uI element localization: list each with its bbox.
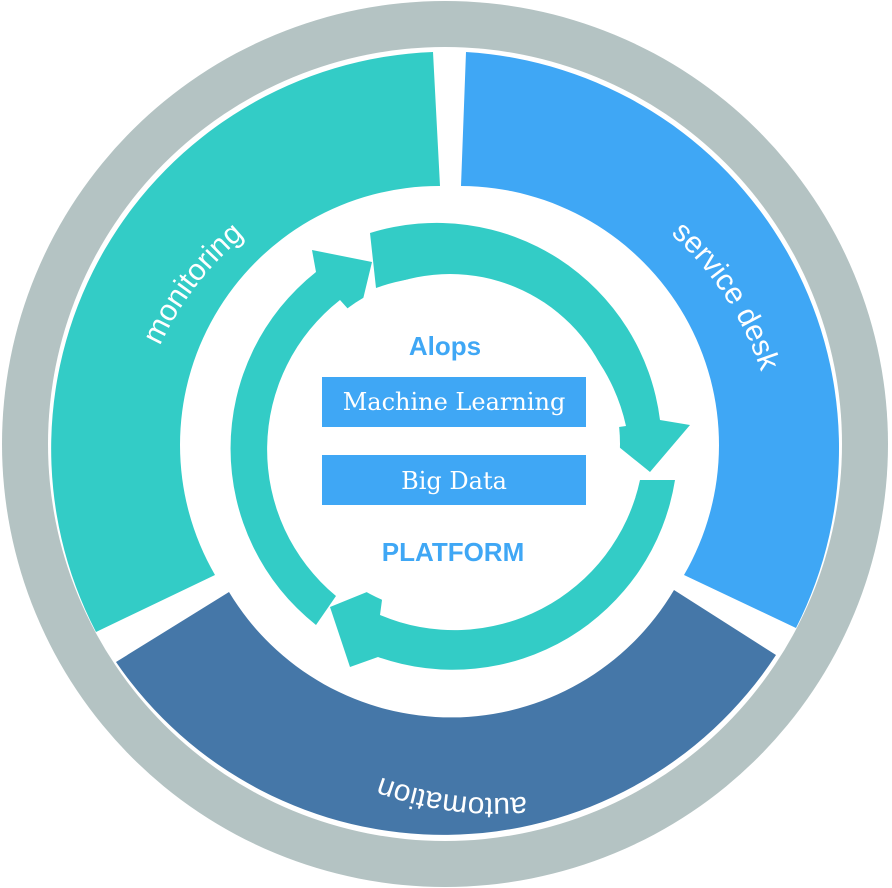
platform-label: PLATFORM	[382, 537, 525, 567]
machine-learning-box	[322, 377, 586, 427]
big-data-label: Big Data	[401, 467, 507, 495]
cycle-arrow-top	[370, 222, 690, 472]
cycle-arrow-bottom	[330, 480, 675, 670]
cycle-arrow-left	[230, 250, 372, 625]
service-desk-segment[interactable]	[461, 52, 840, 628]
core-title: Alops	[409, 331, 481, 361]
machine-learning-label: Machine Learning	[343, 388, 566, 416]
automation-segment[interactable]	[116, 590, 776, 835]
big-data-box	[322, 455, 586, 505]
monitoring-segment[interactable]	[51, 52, 440, 632]
core-disk	[280, 274, 620, 614]
circular-arrows-icon	[230, 222, 690, 670]
